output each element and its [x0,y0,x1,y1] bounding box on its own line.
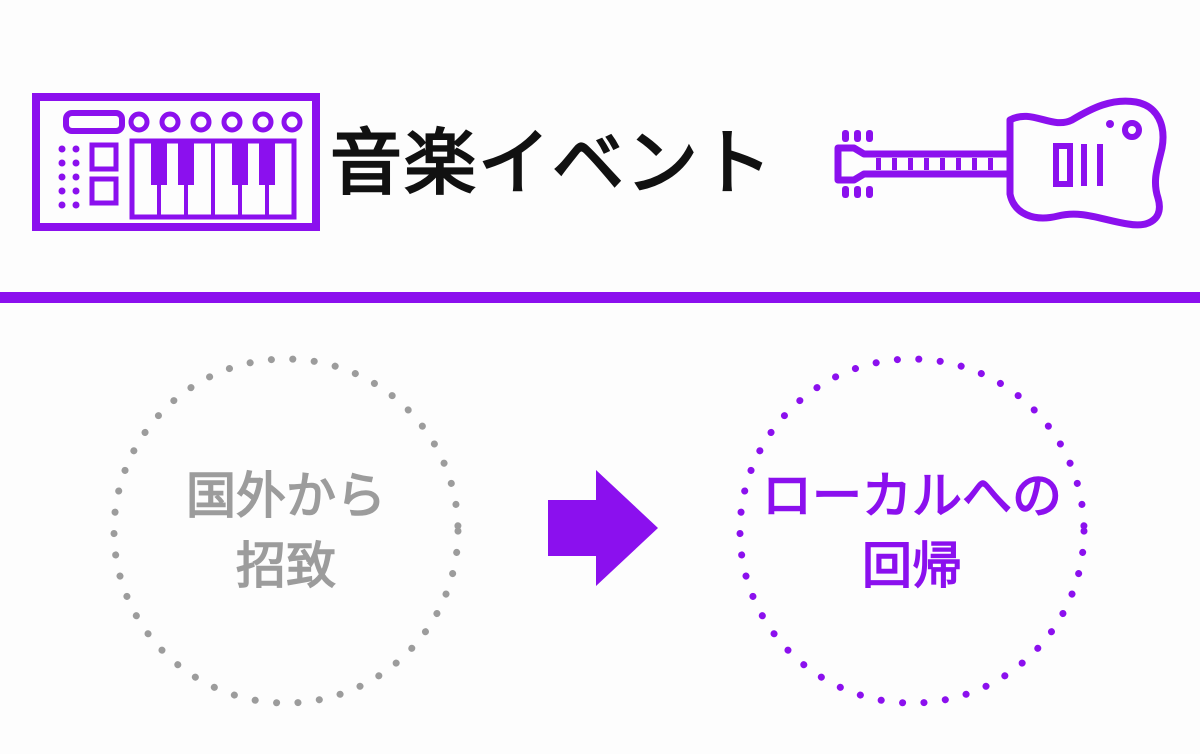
dotted-circle-outline [110,355,462,707]
electric-guitar-icon [834,97,1167,229]
after-label: ローカルへの 回帰 [732,351,1092,711]
right-arrow-icon [548,470,658,586]
after-label-line1: ローカルへの [762,467,1062,525]
after-circle: ローカルへの 回帰 [732,351,1092,711]
before-label-line1: 国外から [186,467,386,525]
after-label-line2: 回帰 [862,537,962,595]
before-label: 国外から 招致 [106,351,466,711]
dotted-circle-outline [736,355,1088,707]
page-title: 音楽イベント [330,121,775,205]
section-divider [0,292,1200,303]
before-label-line2: 招致 [236,537,336,595]
header: 音楽イベント [0,0,1200,292]
before-circle: 国外から 招致 [106,351,466,711]
synthesizer-keyboard-icon [32,93,320,231]
